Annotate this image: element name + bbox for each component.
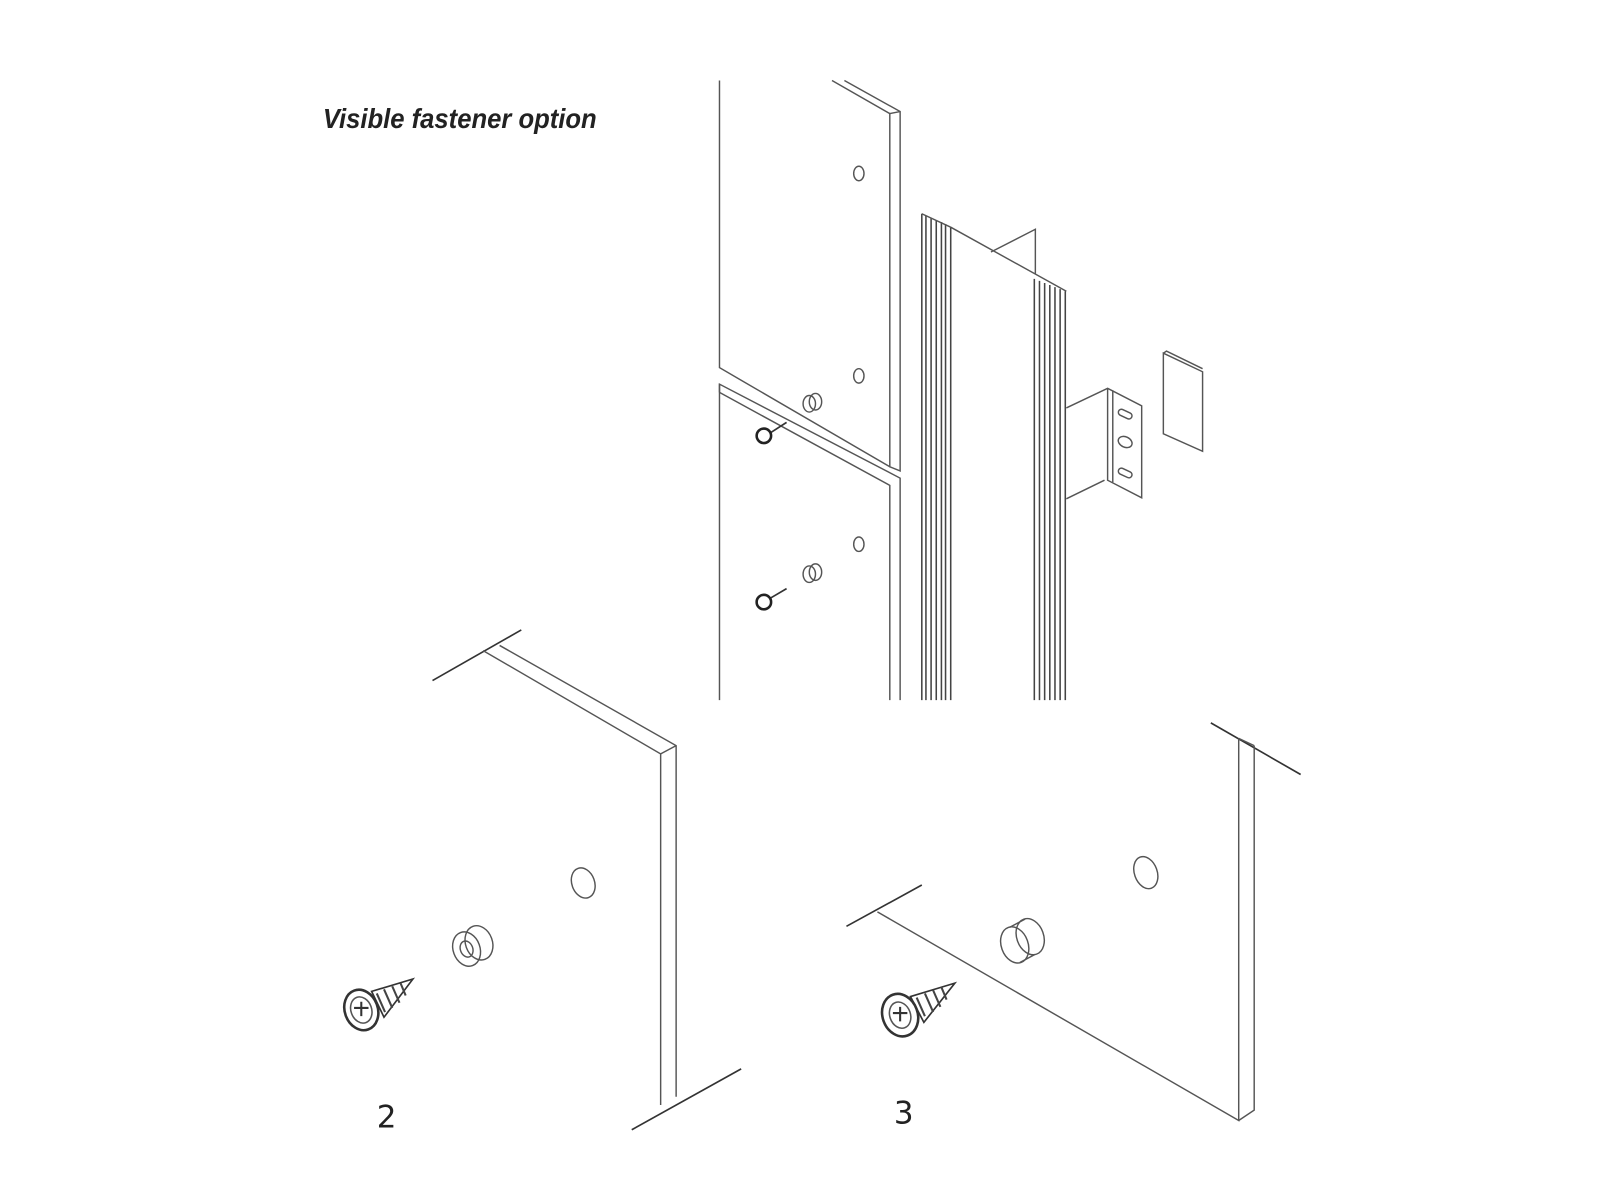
spacer — [451, 925, 494, 967]
spacer — [802, 392, 823, 413]
detail-label: 3 — [894, 1096, 914, 1132]
screw-icon — [880, 981, 958, 1038]
hole — [852, 536, 865, 553]
spacer — [999, 917, 1046, 964]
screw-icon — [755, 421, 788, 445]
detail-2: 2 — [342, 629, 742, 1136]
hole — [1133, 855, 1159, 890]
hole — [852, 165, 865, 182]
diagram-title: Visible fastener option — [323, 103, 597, 134]
wall-bracket — [1066, 387, 1143, 500]
hole — [570, 867, 596, 899]
spacer — [802, 563, 823, 584]
hole — [852, 367, 865, 384]
screw-icon — [755, 587, 787, 611]
screw-icon — [342, 977, 416, 1032]
vertical-rail — [921, 213, 1067, 701]
upper-panel — [718, 79, 901, 472]
thermal-pad — [1162, 350, 1204, 453]
detail-3: 3 — [846, 722, 1302, 1132]
lower-panel — [718, 382, 901, 701]
detail-label: 2 — [377, 1100, 397, 1136]
